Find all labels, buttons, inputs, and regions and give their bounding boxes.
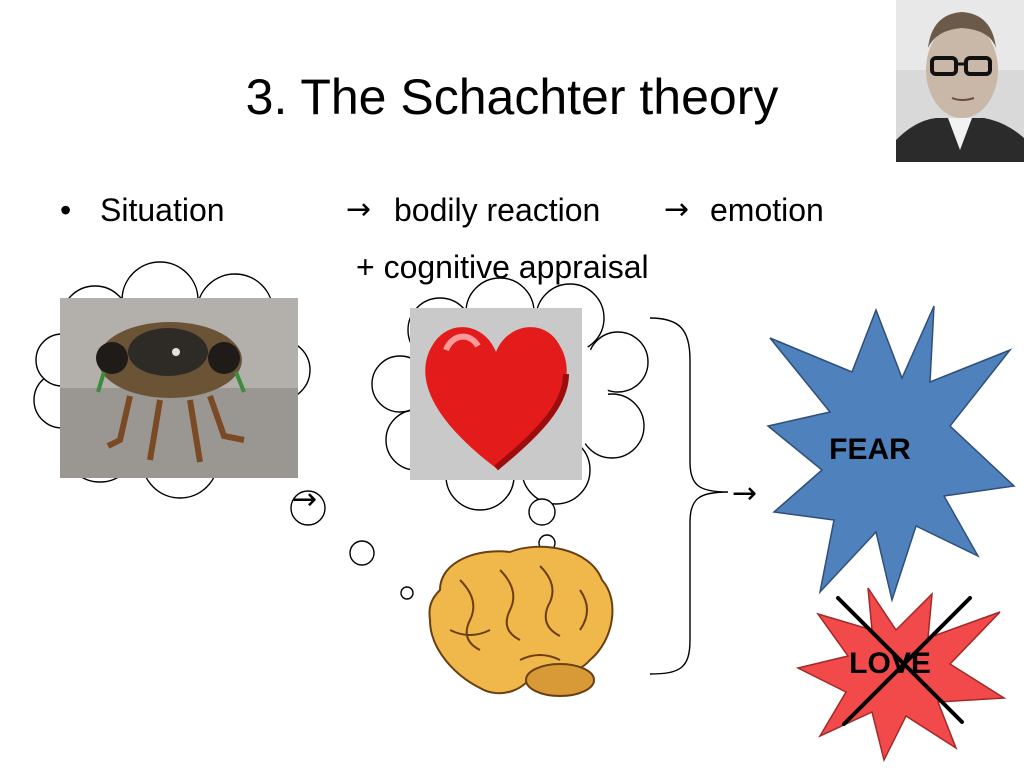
heart-icon: [410, 308, 582, 480]
arrow-icon: →: [292, 482, 318, 517]
thought-bubbles: [290, 490, 556, 600]
love-label: LOVE: [849, 647, 931, 680]
arrow-icon: →: [732, 476, 758, 511]
bullet-dot: •: [60, 192, 72, 228]
arrow-icon: →: [664, 192, 690, 227]
cross-out-icon: [836, 596, 972, 726]
slide-title: 3. The Schachter theory: [245, 69, 779, 125]
emotion-label: emotion: [710, 192, 824, 228]
situation-label: Situation: [100, 192, 225, 228]
brain-illustration: [428, 545, 614, 697]
cicada-photo: [60, 298, 298, 478]
fear-burst: [766, 305, 1016, 603]
portrait-photo: [896, 0, 1024, 162]
arrow-icon: →: [346, 192, 372, 227]
fear-label: FEAR: [829, 433, 911, 466]
brace: [649, 317, 729, 675]
bodily-reaction-label: bodily reaction: [394, 192, 601, 228]
